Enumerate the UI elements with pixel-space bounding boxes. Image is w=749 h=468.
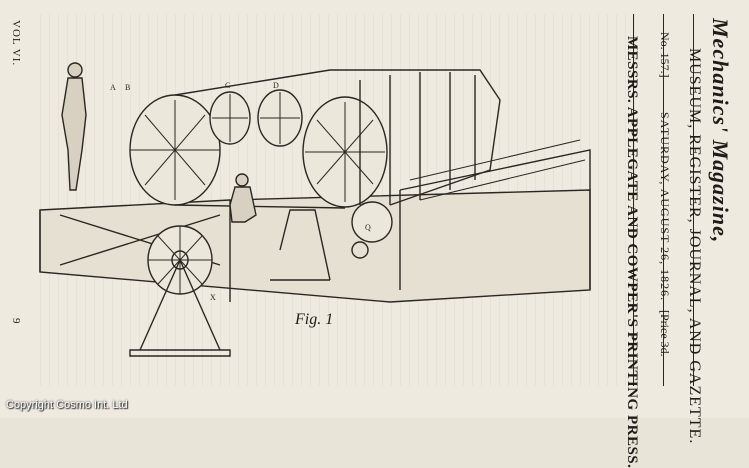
svg-text:Q: Q [365,223,371,232]
page-number: 9 [10,318,22,324]
copyright-watermark: Copyright Cosmo Int. Ltd [6,399,128,411]
svg-text:D: D [273,81,279,90]
issue-number: No. 157.] [658,32,672,78]
article-title: MESSRS. APPLEGATE AND COWPER'S PRINTING … [624,36,640,468]
masthead-subtitle: MUSEUM, REGISTER, JOURNAL, AND GAZETTE. [686,48,703,445]
column-rule [663,14,664,386]
column-rule [633,14,634,386]
column-rule [693,14,694,386]
svg-text:B: B [125,83,130,92]
volume-label: VOL VI. [10,20,22,67]
masthead-title: Mechanics' Magazine, [708,18,733,244]
svg-text:C: C [225,81,230,90]
figure-caption: Fig. 1 [295,311,334,328]
issue-date: SATURDAY, AUGUST 26, 1826. [658,112,672,302]
issue-price: [Price 3d. [658,310,672,357]
svg-text:A: A [110,83,116,92]
svg-text:X: X [210,293,216,302]
